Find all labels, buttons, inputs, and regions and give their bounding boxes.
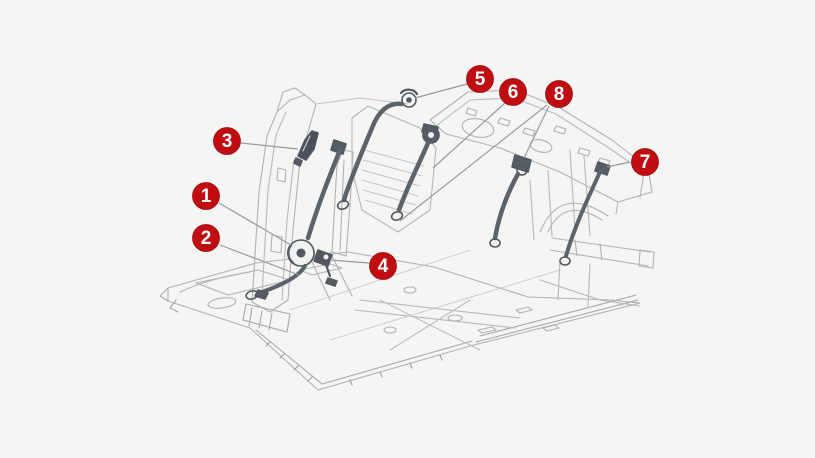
callout-marker-4[interactable]: 4 bbox=[369, 252, 397, 280]
seatbelt-components bbox=[245, 90, 610, 301]
callout-circle-8[interactable] bbox=[545, 80, 573, 108]
wheel-arch bbox=[540, 203, 608, 232]
callout-circle-1[interactable] bbox=[192, 182, 220, 210]
callout-markers: 1 2 3 4 5 6 7 8 bbox=[192, 65, 659, 280]
front-belt-upper-anchor bbox=[331, 140, 346, 154]
pillar-trim-bracket bbox=[294, 131, 318, 166]
rear-frame-rails bbox=[540, 203, 654, 306]
leader-line-3 bbox=[240, 142, 299, 150]
rear-center-seatbelt bbox=[490, 155, 531, 247]
leader-line-5 bbox=[414, 83, 468, 99]
callout-circle-2[interactable] bbox=[192, 224, 220, 252]
callout-number-4: 4 bbox=[378, 256, 389, 277]
callout-number-7: 7 bbox=[640, 152, 651, 173]
leader-line-2 bbox=[219, 244, 300, 276]
rear-left-seatbelt bbox=[391, 124, 439, 221]
b-pillar bbox=[243, 88, 408, 332]
leader-line-1 bbox=[218, 202, 292, 246]
callout-number-5: 5 bbox=[475, 69, 486, 90]
callout-marker-7[interactable]: 7 bbox=[631, 148, 659, 176]
callout-number-2: 2 bbox=[201, 228, 212, 249]
chassis-line-art bbox=[160, 88, 654, 390]
callout-circle-5[interactable] bbox=[466, 65, 494, 93]
rear-quarter-panel bbox=[352, 106, 436, 232]
leader-line-8 bbox=[399, 104, 548, 222]
leader-line-8 bbox=[523, 105, 550, 159]
callout-number-3: 3 bbox=[222, 131, 233, 152]
callout-marker-5[interactable]: 5 bbox=[466, 65, 494, 93]
callout-circle-4[interactable] bbox=[369, 252, 397, 280]
callout-circle-6[interactable] bbox=[499, 78, 527, 106]
callout-number-6: 6 bbox=[508, 82, 519, 103]
callout-marker-8[interactable]: 8 bbox=[545, 80, 573, 108]
callout-marker-1[interactable]: 1 bbox=[192, 182, 220, 210]
callout-circle-3[interactable] bbox=[213, 127, 241, 155]
callout-marker-6[interactable]: 6 bbox=[499, 78, 527, 106]
leader-line-4 bbox=[329, 259, 370, 264]
callout-number-8: 8 bbox=[554, 84, 565, 105]
leader-line-7 bbox=[606, 161, 631, 168]
callout-marker-2[interactable]: 2 bbox=[192, 224, 220, 252]
rear-left-belt-guide bbox=[336, 90, 417, 211]
rear-right-seatbelt bbox=[560, 162, 610, 265]
callout-circle-7[interactable] bbox=[631, 148, 659, 176]
leader-line-6 bbox=[432, 102, 506, 169]
floor-pan bbox=[160, 250, 640, 390]
callout-marker-3[interactable]: 3 bbox=[213, 127, 241, 155]
callout-leader-lines bbox=[218, 83, 631, 276]
front-seatbelt-assembly bbox=[245, 140, 346, 300]
buckle-pretensioner bbox=[314, 250, 337, 286]
callout-number-1: 1 bbox=[201, 186, 212, 207]
